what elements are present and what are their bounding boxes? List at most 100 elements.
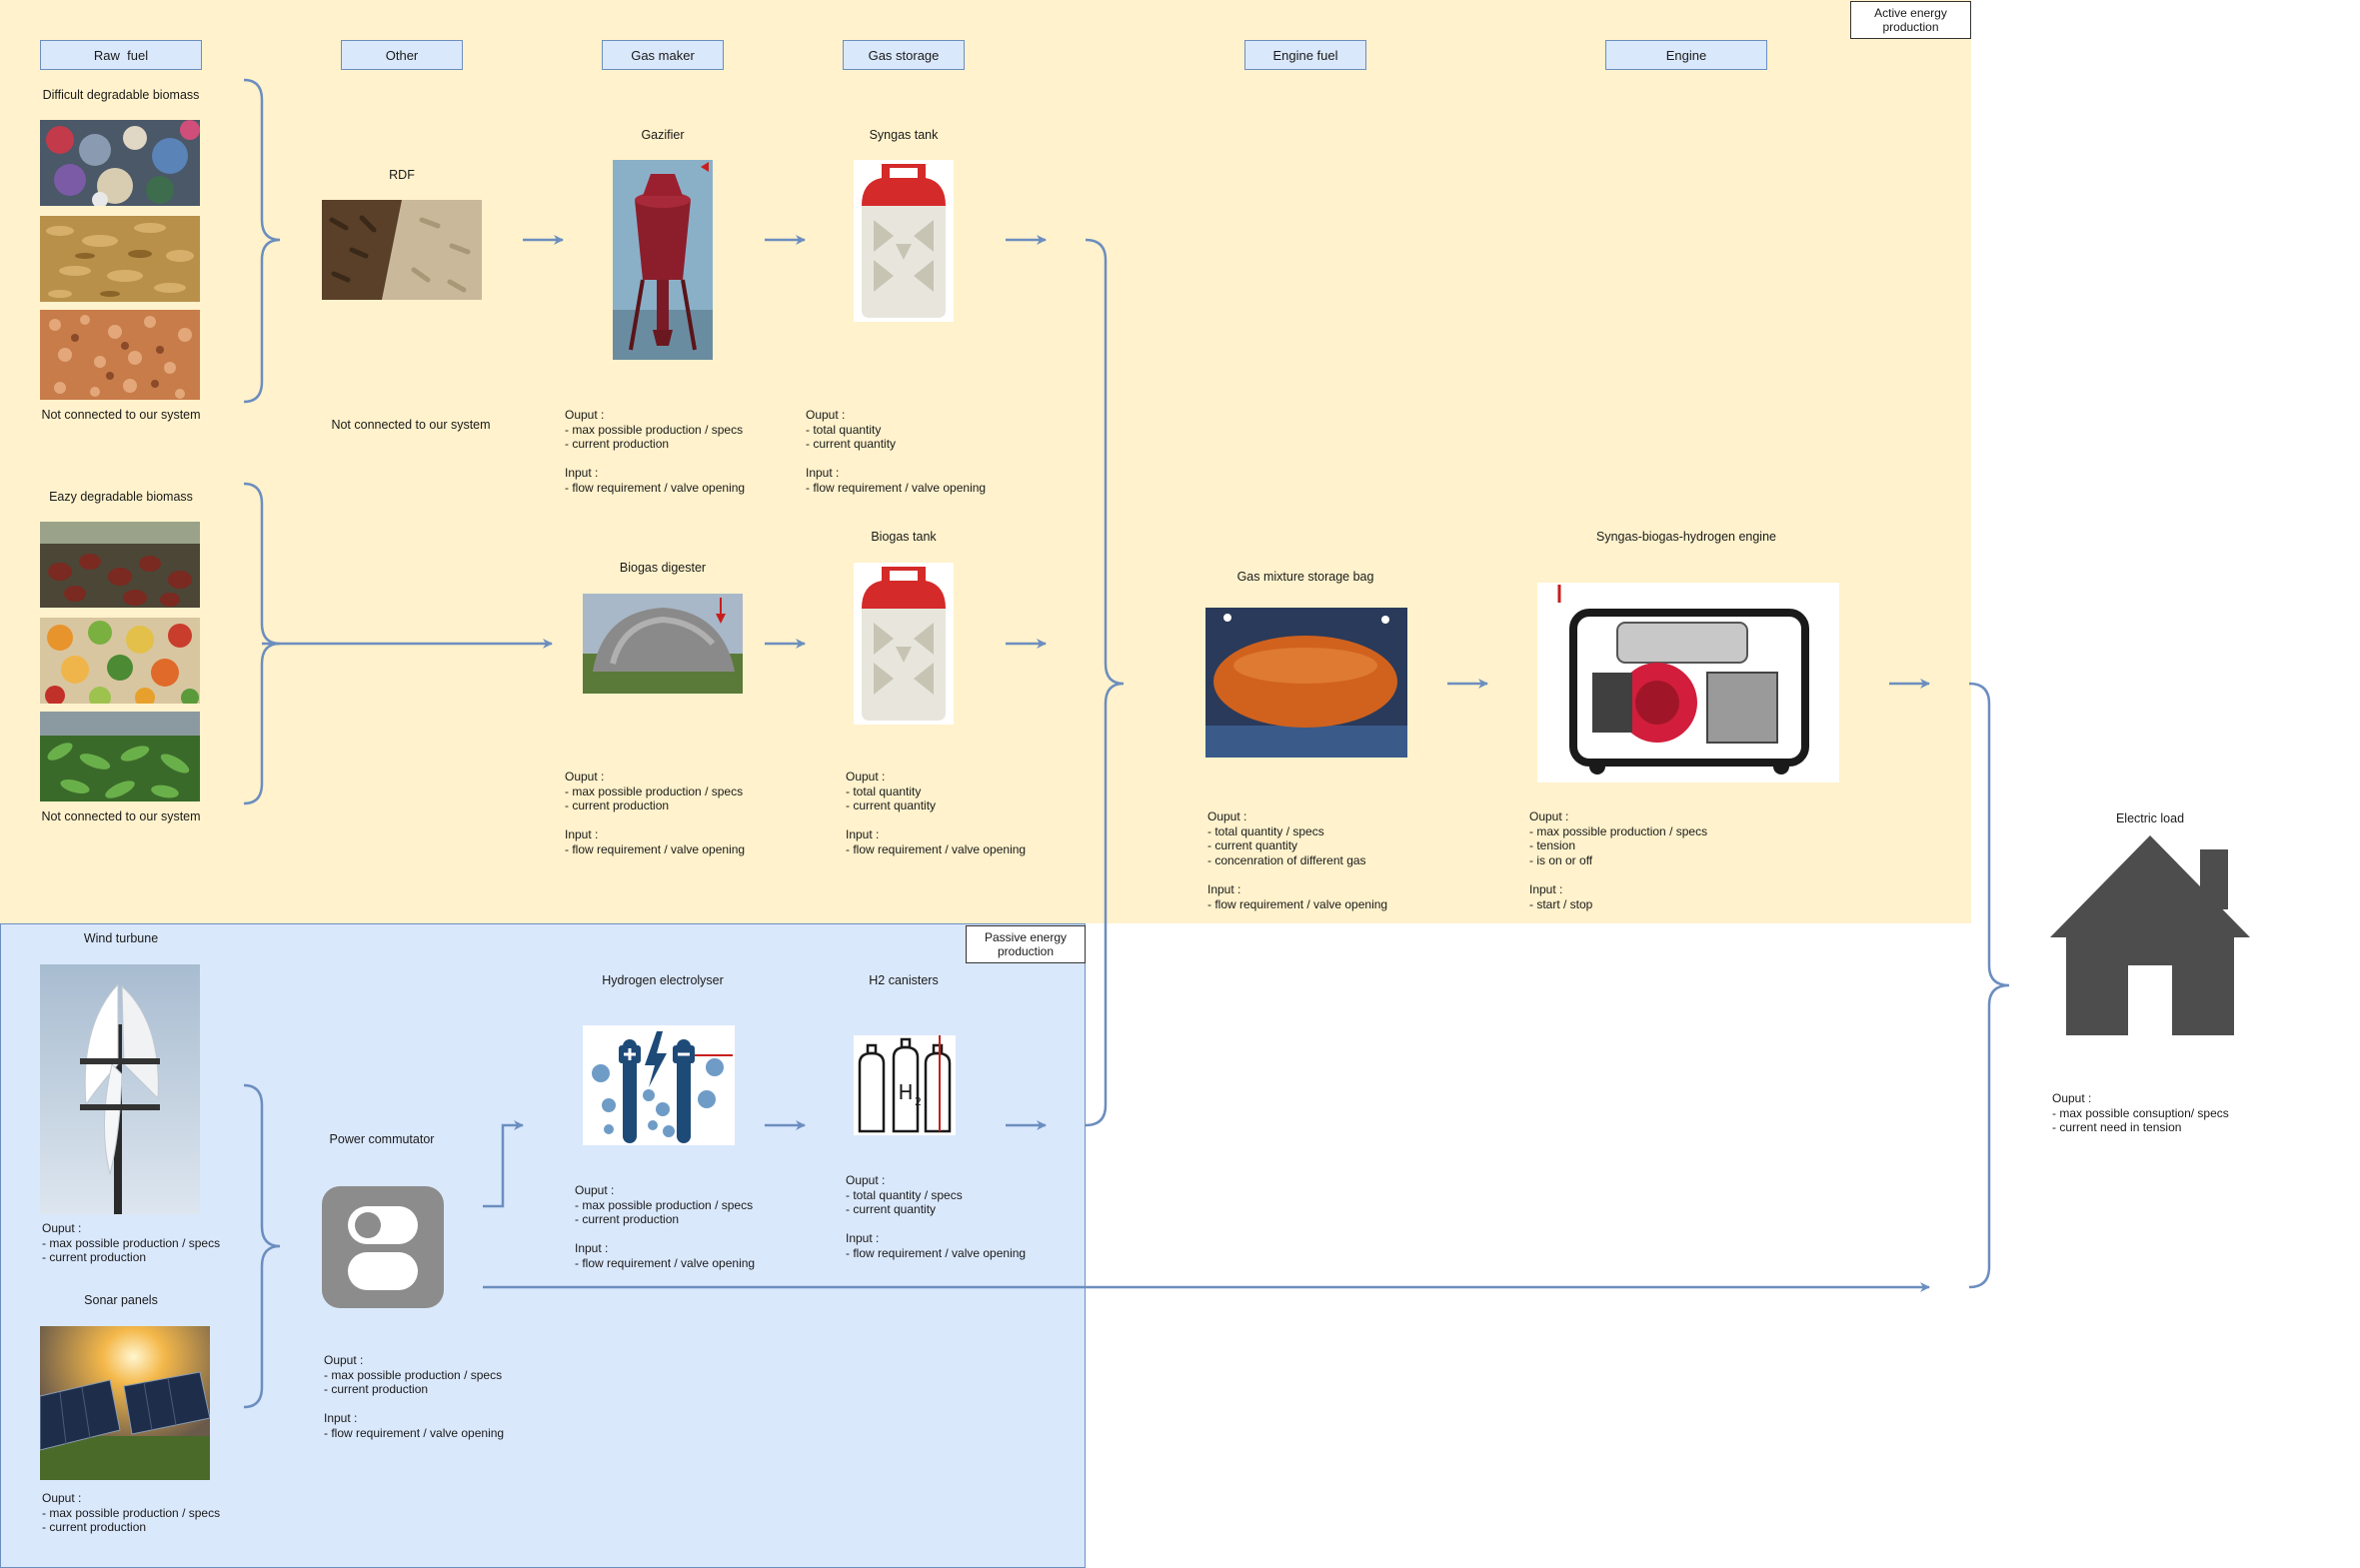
difficult-biomass-title: Difficult degradable biomass bbox=[42, 88, 200, 102]
header-engine-text: Engine bbox=[1665, 47, 1707, 63]
power-commutator-title: Power commutator bbox=[329, 1132, 435, 1146]
wind-turbine-title: Wind turbune bbox=[83, 931, 159, 945]
digester-input-line: - flow requirement / valve opening bbox=[565, 841, 746, 856]
svg-text:H: H bbox=[898, 1080, 913, 1104]
engine-output-line: - max possible production / specs bbox=[1529, 823, 1708, 838]
digester-output-line: - current production bbox=[565, 798, 670, 813]
engine-output-line: - tension bbox=[1529, 838, 1576, 853]
h2-input-label: Input : bbox=[846, 1231, 880, 1246]
electric-load-title: Electric load bbox=[2115, 811, 2185, 825]
h2-canister-icon: H 2 bbox=[854, 1035, 956, 1135]
engine-output-label: Ouput : bbox=[1529, 809, 1569, 823]
syngas-input-label: Input : bbox=[806, 466, 840, 481]
svg-text:2: 2 bbox=[915, 1095, 922, 1108]
gazifier-output-line: - current production bbox=[565, 437, 670, 452]
load-output-label: Ouput : bbox=[2052, 1091, 2092, 1105]
commutator-output-label: Ouput : bbox=[324, 1353, 364, 1367]
load-output-line: - max possible consuption/ specs bbox=[2052, 1105, 2229, 1120]
header-gas-storage: Gas storage bbox=[843, 40, 965, 70]
engine-title: Syngas-biogas-hydrogen engine bbox=[1596, 530, 1776, 544]
commutator-input-line: - flow requirement / valve opening bbox=[324, 1425, 505, 1440]
solar-panel-icon bbox=[40, 1326, 210, 1480]
biogas-output-line: - total quantity bbox=[846, 784, 922, 798]
header-engine-fuel: Engine fuel bbox=[1244, 40, 1366, 70]
header-engine: Engine bbox=[1605, 40, 1767, 70]
commutator-output-line: - current production bbox=[324, 1382, 429, 1397]
biogas-digester-title: Biogas digester bbox=[619, 561, 707, 575]
easy-biomass-note: Not connected to our system bbox=[41, 809, 201, 823]
syngas-output-line: - current quantity bbox=[806, 437, 897, 452]
gazifier-desc: Ouput : - max possible production / spec… bbox=[565, 408, 745, 496]
header-other-text: Other bbox=[385, 47, 419, 63]
green-leaves-image bbox=[40, 712, 200, 801]
electrolyser-output-label: Ouput : bbox=[575, 1183, 615, 1197]
generator-icon bbox=[1537, 583, 1839, 783]
bag-output-line: - concenration of different gas bbox=[1207, 852, 1366, 867]
bag-output-line: - current quantity bbox=[1207, 838, 1298, 853]
wind-turbine-desc: Ouput : - max possible production / spec… bbox=[42, 1221, 220, 1265]
electrolyser-output-line: - current production bbox=[575, 1212, 680, 1227]
biogas-tank-title: Biogas tank bbox=[871, 530, 937, 544]
bag-input-label: Input : bbox=[1207, 881, 1241, 896]
digester-output-label: Ouput : bbox=[565, 770, 605, 784]
active-zone-label: Active energy production bbox=[1850, 1, 1971, 39]
syngas-output-line: - total quantity bbox=[806, 422, 882, 437]
h2-canisters-desc: Ouput : - total quantity / specs - curre… bbox=[846, 1173, 1026, 1261]
gas-bag-desc: Ouput : - total quantity / specs - curre… bbox=[1207, 809, 1387, 911]
commutator-output-line: - max possible production / specs bbox=[324, 1367, 503, 1382]
header-gas-maker-text: Gas maker bbox=[631, 47, 695, 63]
engine-input-line: - start / stop bbox=[1529, 896, 1593, 911]
header-raw-fuel-text: Raw fuel bbox=[93, 47, 149, 63]
wind-output-line: - max possible production / specs bbox=[42, 1235, 221, 1250]
solar-output-label: Ouput : bbox=[42, 1491, 82, 1505]
header-raw-fuel: Raw fuel bbox=[40, 40, 202, 70]
syngas-tank-desc: Ouput : - total quantity - current quant… bbox=[806, 408, 986, 496]
gazifier-output-line: - max possible production / specs bbox=[565, 422, 744, 437]
wood-shavings-image bbox=[40, 310, 200, 400]
electrolyser-desc: Ouput : - max possible production / spec… bbox=[575, 1183, 755, 1271]
biogas-input-label: Input : bbox=[846, 827, 880, 842]
header-other: Other bbox=[341, 40, 463, 70]
header-engine-fuel-text: Engine fuel bbox=[1272, 47, 1338, 63]
engine-input-label: Input : bbox=[1529, 881, 1563, 896]
h2-canisters-title: H2 canisters bbox=[869, 973, 939, 987]
electrolyser-output-line: - max possible production / specs bbox=[575, 1197, 754, 1212]
gazifier-input-label: Input : bbox=[565, 466, 599, 481]
gas-cylinder-icon bbox=[854, 160, 954, 322]
gazifier-output-label: Ouput : bbox=[565, 408, 605, 422]
bag-output-line: - total quantity / specs bbox=[1207, 823, 1324, 838]
syngas-input-line: - flow requirement / valve opening bbox=[806, 480, 987, 495]
load-output-line: - current need in tension bbox=[2052, 1120, 2182, 1135]
gas-cylinder-icon bbox=[854, 563, 954, 725]
active-zone-label-text: Active energy production bbox=[1874, 6, 1947, 34]
digester-dome-icon bbox=[583, 594, 743, 694]
gas-bag-icon bbox=[1205, 608, 1407, 758]
electrolyser-input-line: - flow requirement / valve opening bbox=[575, 1255, 756, 1270]
power-commutator-desc: Ouput : - max possible production / spec… bbox=[324, 1353, 504, 1441]
electric-load-desc: Ouput : - max possible consuption/ specs… bbox=[2052, 1091, 2229, 1135]
digester-output-line: - max possible production / specs bbox=[565, 784, 744, 798]
gazifier-input-line: - flow requirement / valve opening bbox=[565, 480, 746, 495]
biogas-output-label: Ouput : bbox=[846, 770, 886, 784]
syngas-output-label: Ouput : bbox=[806, 408, 846, 422]
biogas-tank-desc: Ouput : - total quantity - current quant… bbox=[846, 770, 1026, 857]
gazifier-title: Gazifier bbox=[641, 128, 685, 142]
rdf-title: RDF bbox=[389, 168, 415, 182]
h2-output-line: - current quantity bbox=[846, 1202, 937, 1217]
commutator-input-label: Input : bbox=[324, 1411, 358, 1426]
h2-output-line: - total quantity / specs bbox=[846, 1187, 963, 1202]
house-icon bbox=[2050, 835, 2250, 1037]
biogas-input-line: - flow requirement / valve opening bbox=[846, 841, 1027, 856]
bracket-electric-load bbox=[1968, 682, 2010, 1289]
solar-panels-desc: Ouput : - max possible production / spec… bbox=[42, 1491, 220, 1535]
easy-biomass-title: Eazy degradable biomass bbox=[49, 490, 193, 504]
gas-bag-title: Gas mixture storage bag bbox=[1236, 570, 1374, 584]
solar-output-line: - max possible production / specs bbox=[42, 1505, 221, 1520]
engine-desc: Ouput : - max possible production / spec… bbox=[1529, 809, 1707, 911]
rdf-pellets-image bbox=[322, 200, 482, 300]
electrolyser-title: Hydrogen electrolyser bbox=[602, 973, 724, 987]
biogas-output-line: - current quantity bbox=[846, 798, 937, 813]
rdf-note: Not connected to our system bbox=[331, 418, 491, 432]
fruit-waste-image bbox=[40, 522, 200, 608]
difficult-biomass-note: Not connected to our system bbox=[41, 408, 201, 422]
